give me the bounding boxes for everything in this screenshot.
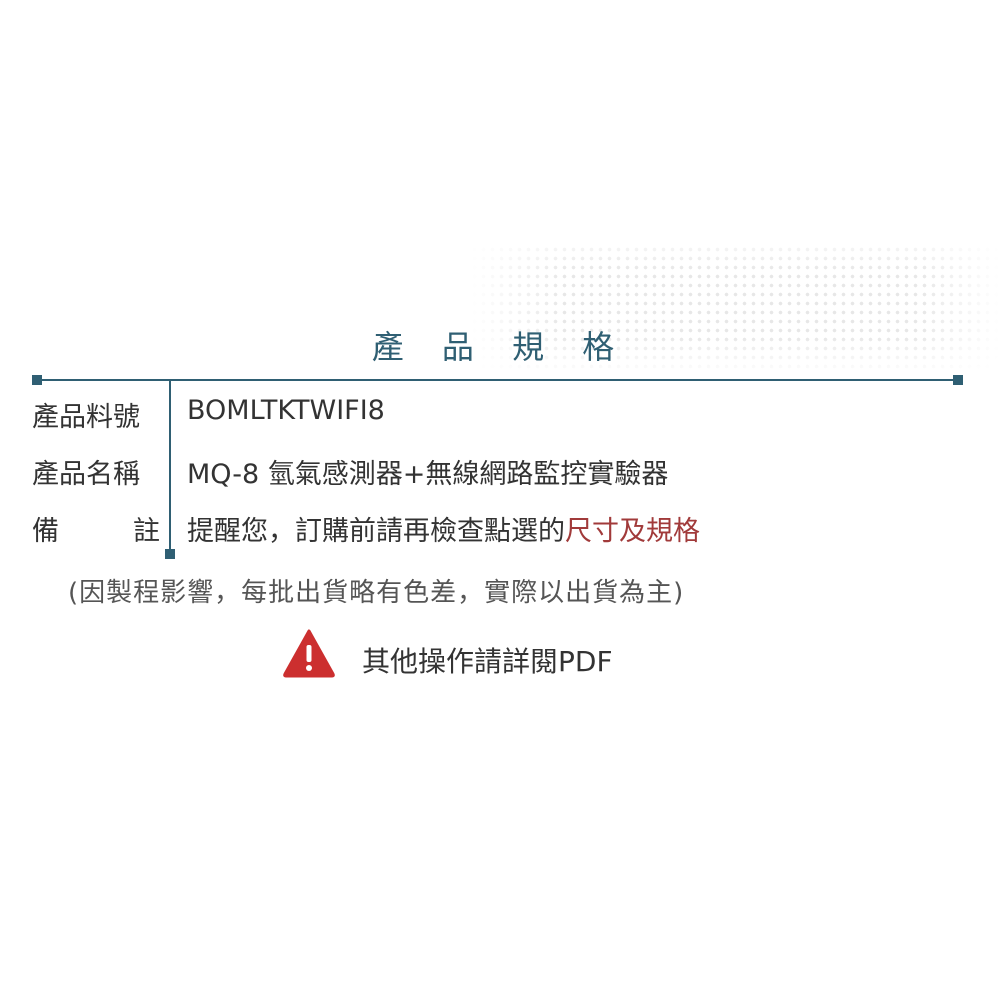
color-variance-note: (因製程影響，每批出貨略有色差，實際以出貨為主) bbox=[68, 578, 685, 608]
dot-pattern-fade bbox=[470, 245, 1000, 375]
divider-endpoint-left bbox=[32, 375, 42, 385]
remarks-text: 提醒您，訂購前請再檢查點選的 bbox=[187, 516, 565, 547]
divider-endpoint-bottom bbox=[165, 549, 175, 559]
remarks-value: 提醒您，訂購前請再檢查點選的尺寸及規格 bbox=[187, 509, 700, 548]
remarks-label-char-2: 註 bbox=[133, 516, 160, 547]
title-divider-line bbox=[36, 379, 958, 381]
divider-endpoint-right bbox=[953, 375, 963, 385]
remarks-label-char-1: 備 bbox=[32, 516, 59, 547]
remarks-highlight: 尺寸及規格 bbox=[565, 516, 700, 547]
product-name-label: 產品名稱 bbox=[32, 459, 140, 490]
product-name-value: MQ-8 氫氣感測器+無線網路監控實驗器 bbox=[187, 459, 669, 490]
warning-triangle-icon bbox=[283, 629, 335, 678]
section-title: 產 品 規 格 bbox=[371, 328, 629, 366]
part-number-value: BOMLTKTWIFI8 bbox=[187, 395, 385, 426]
label-divider-line bbox=[169, 379, 171, 554]
part-number-label: 產品料號 bbox=[32, 402, 140, 433]
remarks-label: 備 註 bbox=[32, 509, 160, 548]
pdf-notice: 其他操作請詳閱PDF bbox=[362, 645, 613, 678]
